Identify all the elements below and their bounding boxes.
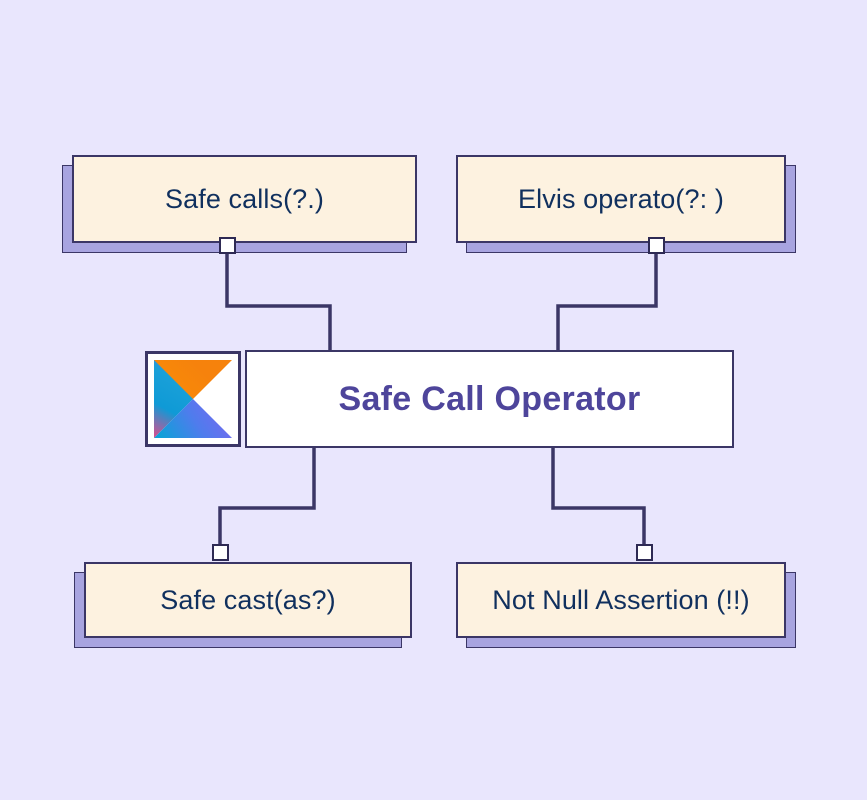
node-not-null-assertion-label: Not Null Assertion (!!) xyxy=(492,584,750,615)
node-safe-calls[interactable]: Safe calls(?.) xyxy=(62,155,417,253)
handle-safe-calls[interactable] xyxy=(219,237,236,254)
node-center-label: Safe Call Operator xyxy=(338,379,641,418)
node-safe-calls-box[interactable]: Safe calls(?.) xyxy=(72,155,417,243)
node-center-safe-call-operator[interactable]: Safe Call Operator xyxy=(145,350,734,448)
connector-elvis-operator xyxy=(556,247,658,354)
handle-not-null-assertion[interactable] xyxy=(636,544,653,561)
handle-safe-cast[interactable] xyxy=(212,544,229,561)
node-elvis-operator-box[interactable]: Elvis operato(?: ) xyxy=(456,155,786,243)
node-center-box[interactable]: Safe Call Operator xyxy=(245,350,734,448)
node-safe-cast[interactable]: Safe cast(as?) xyxy=(74,562,412,648)
node-safe-cast-label: Safe cast(as?) xyxy=(160,584,336,615)
node-not-null-assertion-box[interactable]: Not Null Assertion (!!) xyxy=(456,562,786,638)
connector-safe-calls xyxy=(225,247,332,354)
node-safe-calls-label: Safe calls(?.) xyxy=(165,183,324,214)
node-not-null-assertion[interactable]: Not Null Assertion (!!) xyxy=(456,562,796,648)
kotlin-logo-icon xyxy=(145,351,241,447)
node-elvis-operator[interactable]: Elvis operato(?: ) xyxy=(456,155,796,253)
node-elvis-operator-label: Elvis operato(?: ) xyxy=(518,183,724,214)
connector-not-null-assertion xyxy=(551,444,646,558)
handle-elvis-operator[interactable] xyxy=(648,237,665,254)
connector-safe-cast xyxy=(218,444,316,558)
node-safe-cast-box[interactable]: Safe cast(as?) xyxy=(84,562,412,638)
